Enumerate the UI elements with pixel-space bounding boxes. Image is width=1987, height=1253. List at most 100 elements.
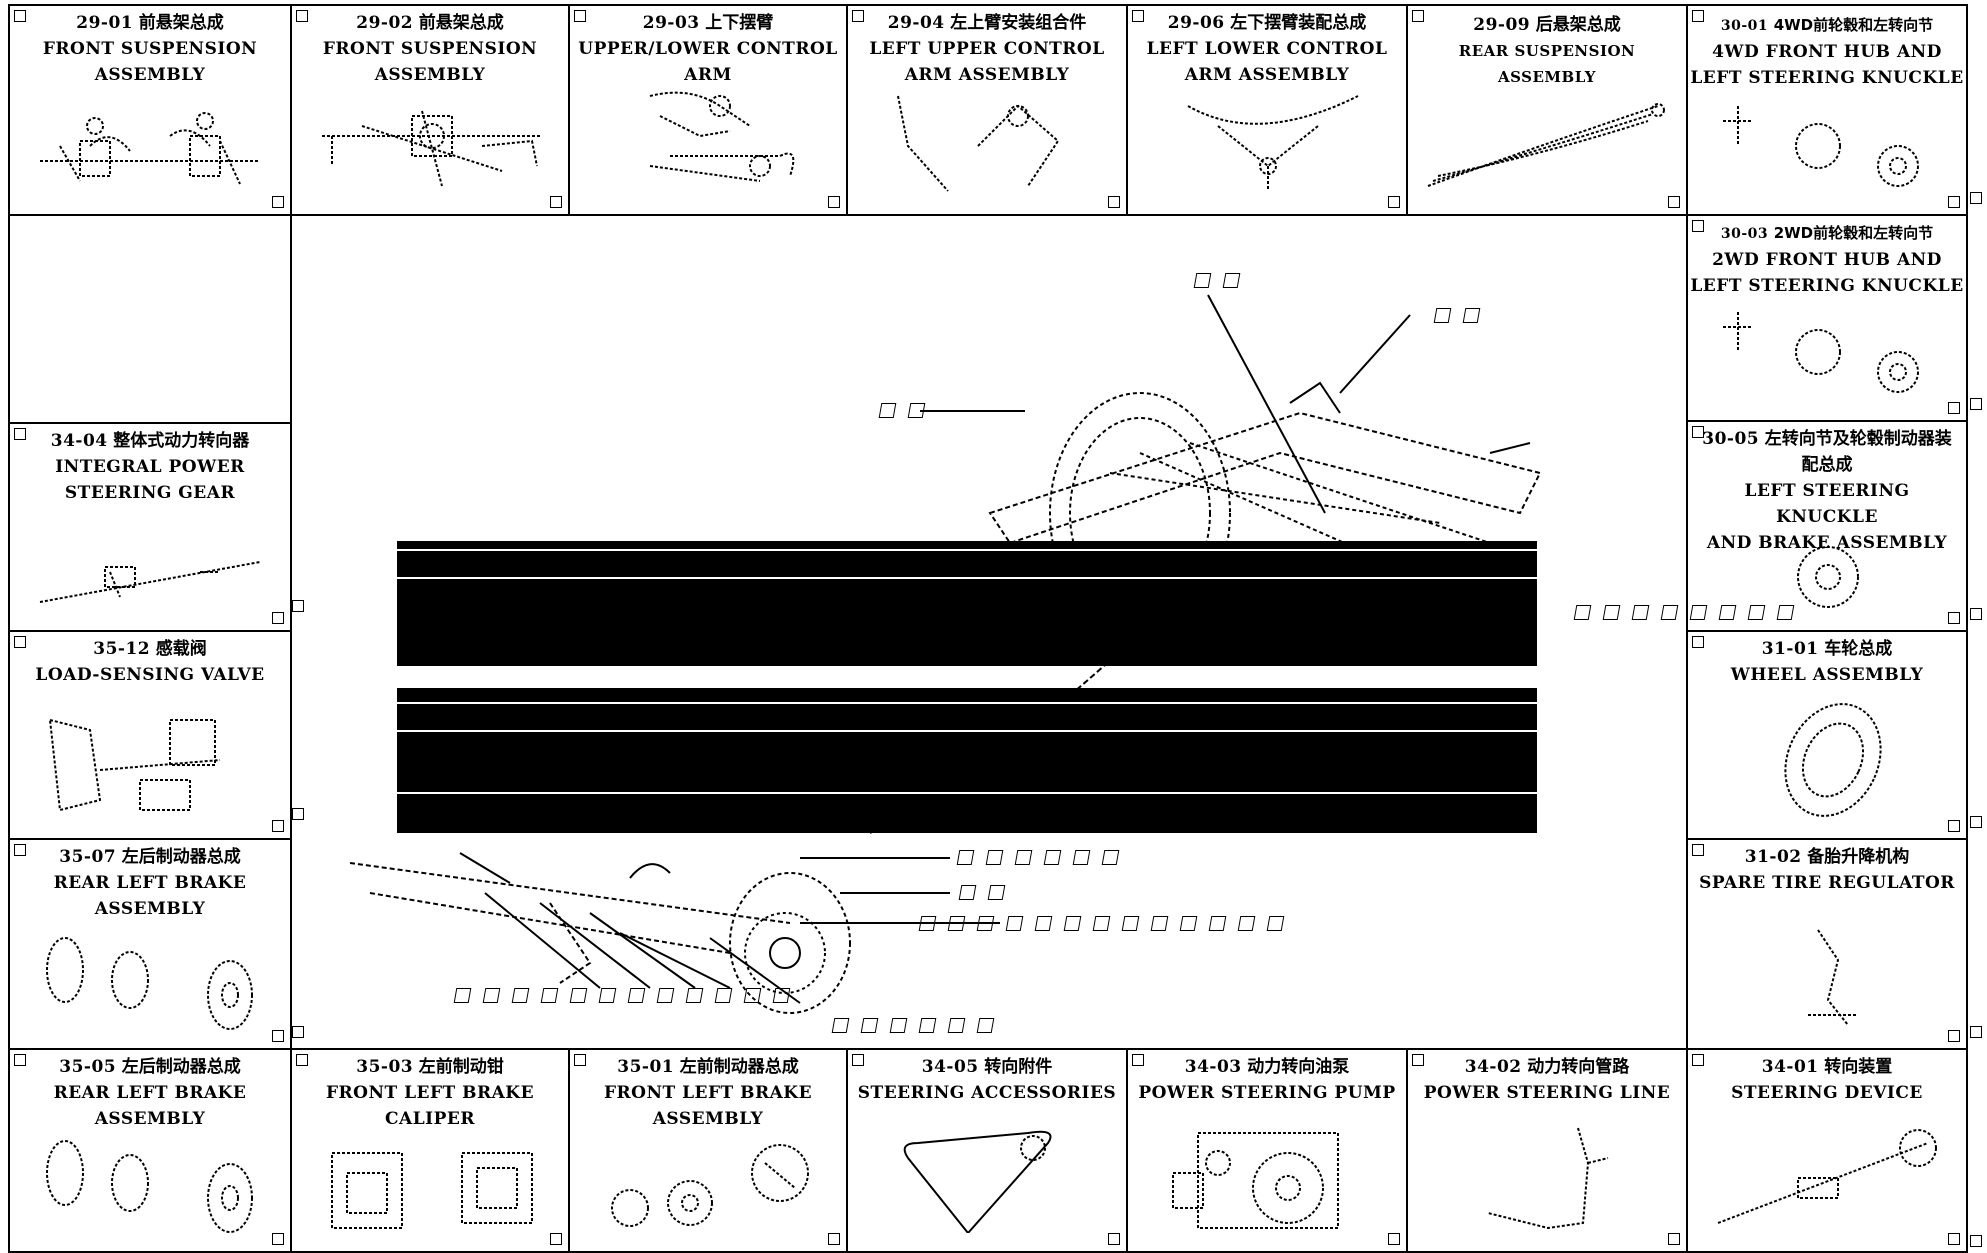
part-cell-34-02[interactable]: 34-02 动力转向管路 POWER STEERING LINE xyxy=(1406,1048,1688,1253)
part-cell-34-05[interactable]: 34-05 转向附件 STEERING ACCESSORIES xyxy=(846,1048,1128,1253)
checkbox[interactable] xyxy=(1692,636,1704,648)
part-cell-29-03[interactable]: 29-03 上下摆臂 UPPER/LOWER CONTROL ARM xyxy=(568,4,848,216)
part-name-en: REAR LEFT BRAKE xyxy=(53,1083,247,1103)
checkbox[interactable] xyxy=(272,820,284,832)
checkbox[interactable] xyxy=(1948,612,1960,624)
part-name-en: ARM xyxy=(684,65,732,85)
part-number: 34-01 xyxy=(1761,1057,1819,1077)
checkbox[interactable] xyxy=(296,1054,308,1066)
part-name-cn: 动力转向管路 xyxy=(1527,1057,1630,1077)
divider xyxy=(397,702,1537,704)
part-cell-30-01[interactable]: 30-01 4WD前轮毂和左转向节 4WD FRONT HUB AND LEFT… xyxy=(1686,4,1968,216)
callout-label xyxy=(1433,308,1481,323)
checkbox[interactable] xyxy=(574,10,586,22)
part-number: 31-02 xyxy=(1744,847,1802,867)
checkbox[interactable] xyxy=(14,844,26,856)
checkbox[interactable] xyxy=(1948,1030,1960,1042)
checkbox[interactable] xyxy=(14,10,26,22)
checkbox[interactable] xyxy=(292,600,304,612)
part-cell-35-01[interactable]: 35-01 左前制动器总成 FRONT LEFT BRAKE ASSEMBLY xyxy=(568,1048,848,1253)
part-name-en: LEFT STEERING KNUCKLE xyxy=(1690,68,1964,88)
checkbox[interactable] xyxy=(1132,10,1144,22)
checkbox[interactable] xyxy=(1970,1026,1982,1038)
part-cell-34-04[interactable]: 34-04 整体式动力转向器 INTEGRAL POWER STEERING G… xyxy=(8,422,292,632)
callout-label xyxy=(1573,605,1795,620)
divider xyxy=(397,549,1537,551)
part-name-en: 2WD FRONT HUB AND xyxy=(1712,250,1942,270)
part-cell-29-02[interactable]: 29-02 前悬架总成 FRONT SUSPENSION ASSEMBLY xyxy=(290,4,570,216)
part-cell-35-03[interactable]: 35-03 左前制动钳 FRONT LEFT BRAKE CALIPER xyxy=(290,1048,570,1253)
checkbox[interactable] xyxy=(272,1030,284,1042)
checkbox[interactable] xyxy=(1132,1054,1144,1066)
part-cell-31-02[interactable]: 31-02 备胎升降机构 SPARE TIRE REGULATOR xyxy=(1686,838,1968,1050)
part-number: 30-03 xyxy=(1720,226,1769,242)
checkbox[interactable] xyxy=(550,196,562,208)
rear-brake-illustration xyxy=(46,937,253,1030)
checkbox[interactable] xyxy=(1970,816,1982,828)
checkbox[interactable] xyxy=(14,428,26,440)
checkbox[interactable] xyxy=(1388,196,1400,208)
checkbox[interactable] xyxy=(1108,196,1120,208)
checkbox[interactable] xyxy=(852,1054,864,1066)
checkbox[interactable] xyxy=(1692,10,1704,22)
lower-arm-illustration xyxy=(1187,95,1359,191)
part-name-en: FRONT LEFT BRAKE xyxy=(603,1083,813,1103)
callout-label xyxy=(831,1018,995,1033)
checkbox[interactable] xyxy=(1388,1233,1400,1245)
checkbox[interactable] xyxy=(574,1054,586,1066)
checkbox[interactable] xyxy=(1692,844,1704,856)
part-number: 30-01 xyxy=(1720,18,1769,34)
checkbox[interactable] xyxy=(272,1233,284,1245)
part-cell-29-01[interactable]: 29-01 前悬架总成 FRONT SUSPENSION ASSEMBLY xyxy=(8,4,292,216)
part-cell-34-03[interactable]: 34-03 动力转向油泵 POWER STEERING PUMP xyxy=(1126,1048,1408,1253)
checkbox[interactable] xyxy=(296,10,308,22)
part-cell-35-05[interactable]: 35-05 左后制动器总成 REAR LEFT BRAKE ASSEMBLY xyxy=(8,1048,292,1253)
part-cell-29-06[interactable]: 29-06 左下摆臂装配总成 LEFT LOWER CONTROL ARM AS… xyxy=(1126,4,1408,216)
checkbox[interactable] xyxy=(1970,1235,1982,1247)
checkbox[interactable] xyxy=(1692,1054,1704,1066)
part-cell-34-01[interactable]: 34-01 转向装置 STEERING DEVICE xyxy=(1686,1048,1968,1253)
checkbox[interactable] xyxy=(1970,192,1982,204)
checkbox[interactable] xyxy=(1412,1054,1424,1066)
checkbox[interactable] xyxy=(1412,10,1424,22)
part-name-cn: 左前制动钳 xyxy=(418,1057,504,1077)
part-name-en: INTEGRAL POWER xyxy=(55,457,245,477)
spare-tire-regulator-illustration xyxy=(1808,929,1858,1026)
part-cell-30-03[interactable]: 30-03 2WD前轮毂和左转向节 2WD FRONT HUB AND LEFT… xyxy=(1686,214,1968,422)
part-cell-35-12[interactable]: 35-12 感载阀 LOAD-SENSING VALVE xyxy=(8,630,292,840)
checkbox[interactable] xyxy=(1948,402,1960,414)
checkbox[interactable] xyxy=(1668,196,1680,208)
part-number: 29-04 xyxy=(887,13,945,33)
checkbox[interactable] xyxy=(1692,426,1704,438)
part-name-en: ASSEMBLY xyxy=(94,65,206,85)
checkbox[interactable] xyxy=(14,1054,26,1066)
part-cell-35-07[interactable]: 35-07 左后制动器总成 REAR LEFT BRAKE ASSEMBLY xyxy=(8,838,292,1050)
divider xyxy=(397,730,1537,732)
part-name-en: ASSEMBLY xyxy=(652,1109,764,1129)
checkbox[interactable] xyxy=(852,10,864,22)
empty-cell xyxy=(8,214,292,424)
checkbox[interactable] xyxy=(292,1026,304,1038)
checkbox[interactable] xyxy=(1948,196,1960,208)
checkbox[interactable] xyxy=(292,808,304,820)
checkbox[interactable] xyxy=(828,1233,840,1245)
checkbox[interactable] xyxy=(550,1233,562,1245)
checkbox[interactable] xyxy=(1948,820,1960,832)
checkbox[interactable] xyxy=(1692,220,1704,232)
part-cell-29-09[interactable]: 29-09 后悬架总成 REAR SUSPENSION ASSEMBLY xyxy=(1406,4,1688,216)
part-cell-31-01[interactable]: 31-01 车轮总成 WHEEL ASSEMBLY xyxy=(1686,630,1968,840)
callout-label xyxy=(958,885,1006,900)
checkbox[interactable] xyxy=(1970,398,1982,410)
checkbox[interactable] xyxy=(1948,1233,1960,1245)
checkbox[interactable] xyxy=(1970,608,1982,620)
part-name-en: STEERING DEVICE xyxy=(1731,1083,1923,1103)
part-cell-29-04[interactable]: 29-04 左上臂安装组合件 LEFT UPPER CONTROL ARM AS… xyxy=(846,4,1128,216)
checkbox[interactable] xyxy=(1108,1233,1120,1245)
part-cell-30-05[interactable]: 30-05 左转向节及轮毂制动器装配总成 LEFT STEERING KNUCK… xyxy=(1686,420,1968,632)
part-name-cn: 上下摆臂 xyxy=(705,13,774,33)
checkbox[interactable] xyxy=(272,612,284,624)
checkbox[interactable] xyxy=(828,196,840,208)
checkbox[interactable] xyxy=(1668,1233,1680,1245)
checkbox[interactable] xyxy=(14,636,26,648)
checkbox[interactable] xyxy=(272,196,284,208)
